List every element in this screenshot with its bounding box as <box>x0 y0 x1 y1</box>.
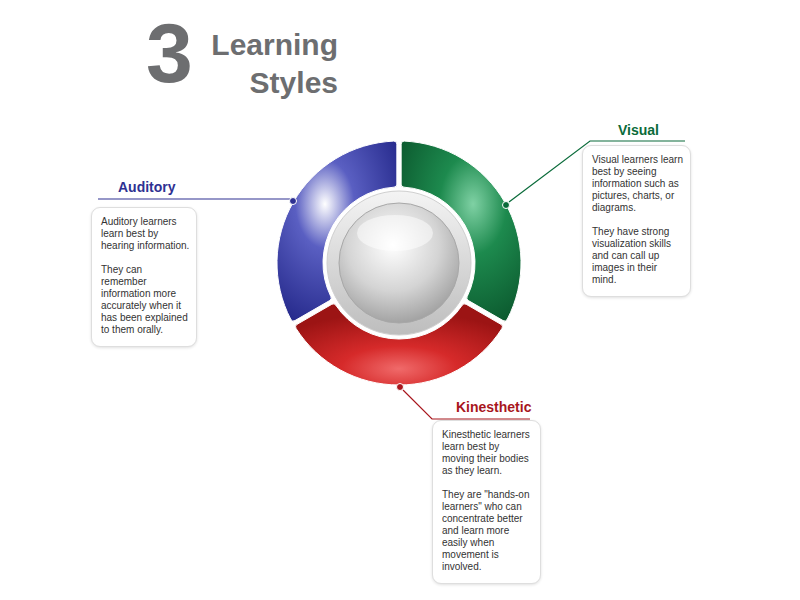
wheel-core <box>339 203 459 323</box>
leader-dot <box>397 384 404 391</box>
style-box: Auditory learners learn best by hearing … <box>91 207 197 347</box>
leader-dot <box>503 202 510 209</box>
style-description: They have strong visualization skills an… <box>592 226 684 286</box>
style-box: Kinesthetic learners learn best by movin… <box>432 420 541 584</box>
leader-line <box>98 198 290 199</box>
wheel <box>277 141 521 385</box>
leader-dot <box>290 198 297 205</box>
wheel-shine <box>357 215 433 251</box>
style-node: KinestheticKinesthetic learners learn be… <box>432 398 541 584</box>
style-description: Kinesthetic learners learn best by movin… <box>442 429 534 477</box>
style-description: Visual learners learn best by seeing inf… <box>592 154 684 214</box>
style-description: Auditory learners learn best by hearing … <box>101 216 190 252</box>
style-box: Visual learners learn best by seeing inf… <box>582 145 691 297</box>
title-number: 3 <box>146 8 193 98</box>
style-heading: Auditory <box>91 178 197 196</box>
title: Learning Styles <box>196 26 338 102</box>
style-node: AuditoryAuditory learners learn best by … <box>91 178 197 347</box>
wheel-ring <box>327 191 471 335</box>
style-heading: Visual <box>582 121 691 139</box>
style-heading: Kinesthetic <box>432 398 541 416</box>
style-node: VisualVisual learners learn best by seei… <box>582 121 691 297</box>
style-description: They are "hands-on learners" who can con… <box>442 489 534 573</box>
style-description: They can remember information more accur… <box>101 264 190 336</box>
